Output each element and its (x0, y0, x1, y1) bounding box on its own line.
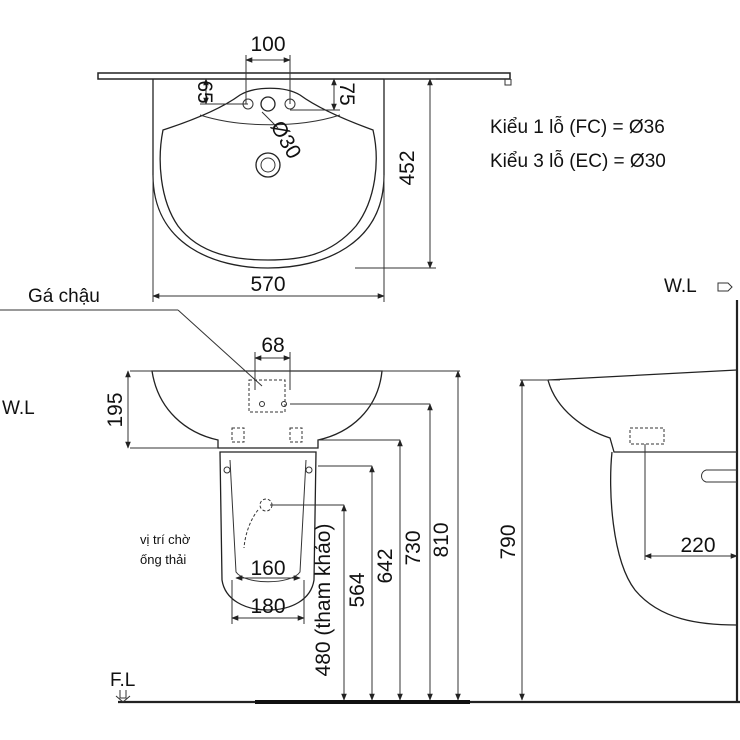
dim-hole-diameter: Ø30 (266, 117, 306, 163)
front-view: Gá chậu W.L 68 195 vị trí chờ ống thải (0, 286, 461, 701)
drain-outer (255, 152, 281, 178)
dim-810: 810 (430, 522, 453, 557)
dim-pedestal-outer: 180 (250, 595, 285, 618)
top-view-slab (97, 72, 511, 80)
drain-position-label-2: ống thải (140, 552, 186, 567)
dim-pedestal-inner: 160 (250, 557, 285, 580)
side-view: W.L 220 790 (497, 276, 739, 702)
side-basin (547, 369, 738, 453)
bracket-box (248, 379, 286, 413)
dim-480-reference: 480 (tham khảo) (312, 524, 335, 677)
drain-inner (260, 157, 276, 173)
hole-note-fc: Kiểu 1 lỗ (FC) = Ø36 (490, 116, 665, 138)
dim-basin-height: 195 (104, 392, 127, 427)
dim-642: 642 (374, 548, 397, 583)
front-basin (151, 370, 383, 449)
top-view-basin-outline (152, 79, 385, 269)
wall-line-label-right: W.L (664, 276, 697, 297)
bracket-label: Gá chậu (28, 286, 100, 307)
dim-side-projection: 220 (680, 534, 715, 557)
dim-hole-back-right: 75 (335, 82, 358, 105)
dim-side-height: 790 (497, 524, 520, 559)
tap-hole-center (260, 96, 276, 112)
wall-line-label-left: W.L (2, 398, 35, 419)
dim-hole-back-left: 65 (193, 80, 216, 103)
pedestal (219, 451, 317, 611)
dim-width: 570 (250, 273, 285, 296)
drain-position-label-1: vị trí chờ (140, 532, 191, 547)
dim-730: 730 (402, 530, 425, 565)
dim-bracket-width: 68 (261, 334, 284, 357)
dim-hole-spacing: 100 (250, 33, 285, 56)
floor: F.L (110, 670, 740, 704)
top-view-bowl (159, 87, 377, 261)
dim-depth: 452 (396, 150, 419, 185)
hole-note-ec: Kiểu 3 lỗ (EC) = Ø30 (490, 150, 666, 172)
top-view: 100 65 75 Ø30 452 570 (97, 33, 512, 302)
floor-line-label: F.L (110, 670, 135, 691)
dim-564: 564 (346, 572, 369, 607)
